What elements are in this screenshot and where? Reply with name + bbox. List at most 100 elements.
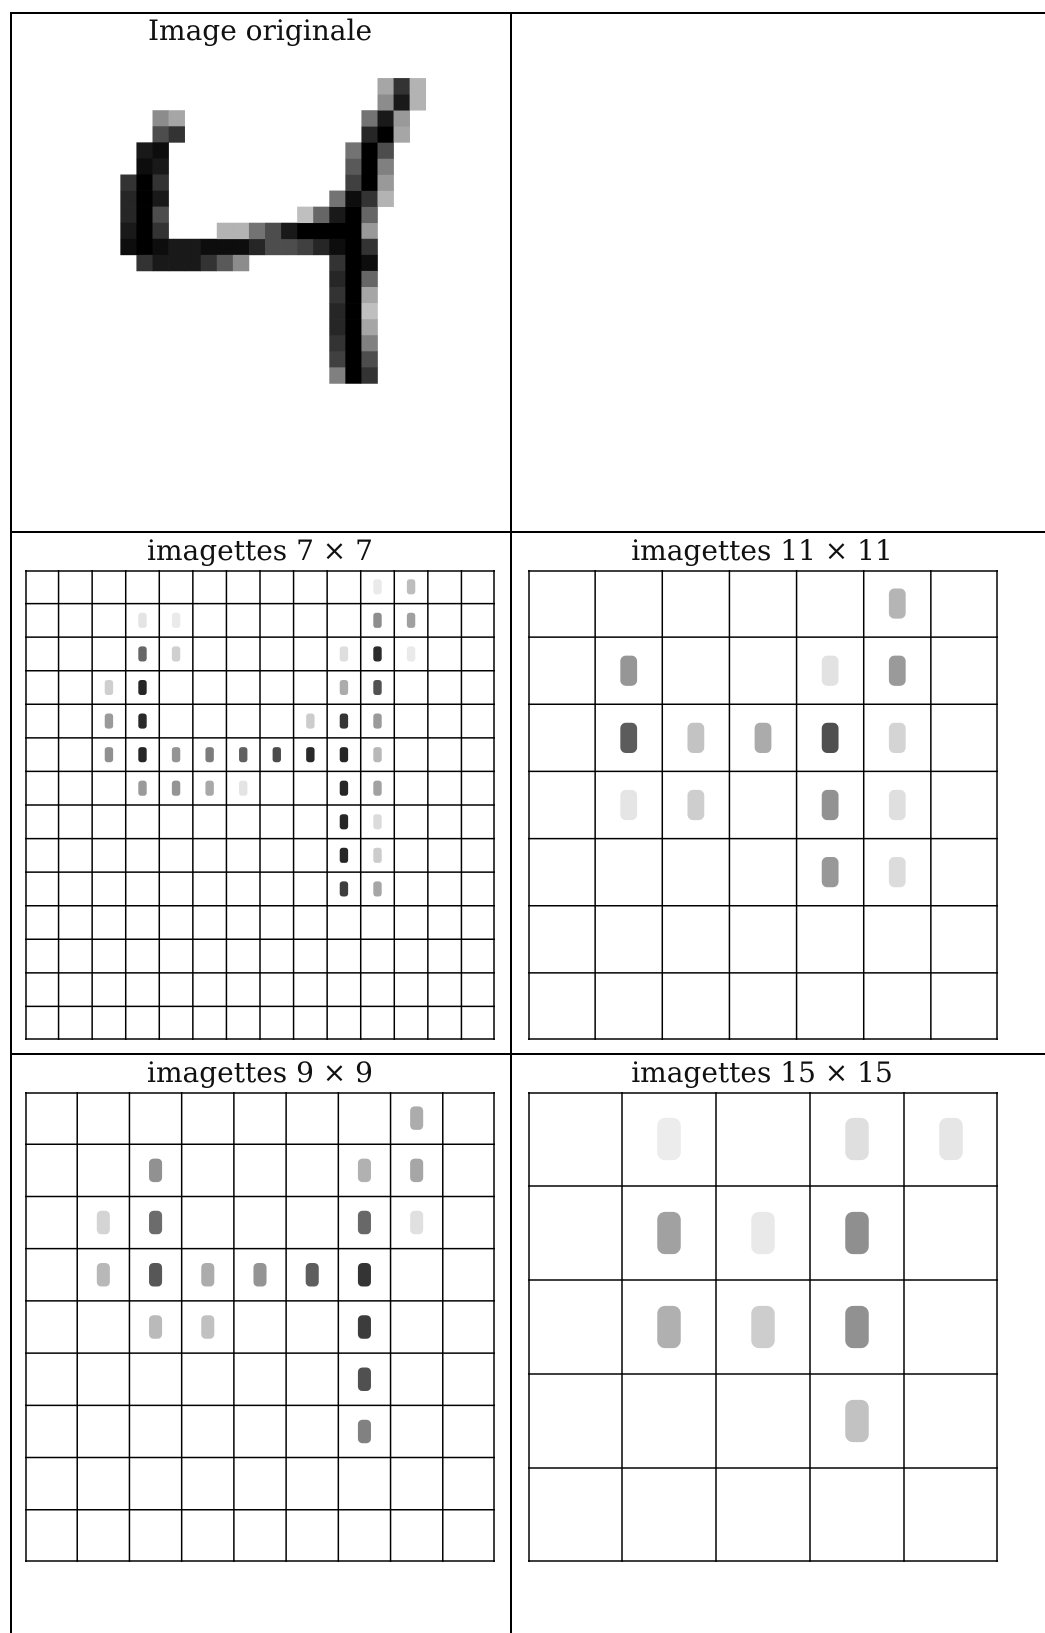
- digit-pixel: [361, 191, 377, 207]
- patch-mark: [373, 747, 381, 762]
- digit-pixel: [345, 207, 361, 223]
- digit-pixel: [345, 175, 361, 191]
- patch-mark: [138, 714, 146, 729]
- patch-mark: [138, 613, 146, 628]
- patch-mark: [751, 1212, 775, 1254]
- patch-mark: [620, 790, 637, 820]
- table-left-border: [10, 12, 12, 1633]
- patch-mark: [149, 1159, 162, 1183]
- digit-pixel: [120, 239, 136, 255]
- digit-pixel: [378, 126, 394, 142]
- patch-mark: [751, 1306, 775, 1348]
- patch-mark: [620, 656, 637, 686]
- patches-11x11-grid: [528, 570, 998, 1040]
- digit-pixel: [361, 207, 377, 223]
- digit-pixel: [378, 158, 394, 174]
- patch-mark: [889, 857, 906, 887]
- patch-mark: [373, 814, 381, 829]
- patch-mark: [239, 747, 247, 762]
- patch-mark: [340, 881, 348, 896]
- digit-pixel: [361, 239, 377, 255]
- digit-pixel: [410, 94, 426, 110]
- digit-pixel: [153, 207, 169, 223]
- digit-pixel: [345, 287, 361, 303]
- patch-mark: [410, 1211, 423, 1235]
- patch-mark: [138, 680, 146, 695]
- digit-pixel: [361, 126, 377, 142]
- digit-pixel: [329, 303, 345, 319]
- panel-title-7x7: imagettes 7 × 7: [10, 534, 510, 568]
- patch-mark: [205, 747, 213, 762]
- digit-pixel: [233, 239, 249, 255]
- patch-mark: [172, 613, 180, 628]
- digit-pixel: [153, 110, 169, 126]
- patch-mark: [620, 723, 637, 753]
- digit-pixel: [153, 255, 169, 271]
- digit-pixel: [329, 271, 345, 287]
- patches-7x7-grid: [25, 570, 495, 1040]
- patch-mark: [138, 747, 146, 762]
- patch-mark: [105, 680, 113, 695]
- patch-mark: [239, 781, 247, 796]
- table-column-divider: [510, 12, 512, 1633]
- patch-mark: [889, 588, 906, 618]
- digit-pixel: [329, 223, 345, 239]
- digit-pixel: [361, 351, 377, 367]
- digit-pixel: [120, 175, 136, 191]
- digit-pixel: [120, 207, 136, 223]
- digit-pixel: [345, 319, 361, 335]
- patch-mark: [373, 646, 381, 661]
- patch-mark: [358, 1159, 371, 1183]
- digit-pixel: [329, 351, 345, 367]
- digit-pixel: [265, 223, 281, 239]
- digit-pixel: [136, 158, 152, 174]
- digit-pixel: [313, 239, 329, 255]
- patch-mark: [172, 781, 180, 796]
- digit-pixel: [345, 142, 361, 158]
- digit-pixel: [120, 191, 136, 207]
- digit-pixel: [185, 255, 201, 271]
- digit-pixel: [394, 110, 410, 126]
- digit-pixel: [361, 335, 377, 351]
- digit-pixel: [378, 110, 394, 126]
- digit-pixel: [394, 94, 410, 110]
- patch-mark: [822, 723, 839, 753]
- patch-mark: [407, 646, 415, 661]
- digit-pixel: [345, 303, 361, 319]
- digit-pixel: [153, 223, 169, 239]
- digit-pixel: [313, 223, 329, 239]
- digit-pixel: [345, 351, 361, 367]
- digit-pixel: [345, 158, 361, 174]
- patch-mark: [340, 747, 348, 762]
- patch-mark: [373, 613, 381, 628]
- digit-pixel: [394, 126, 410, 142]
- digit-pixel: [281, 223, 297, 239]
- panel-title-9x9: imagettes 9 × 9: [10, 1056, 510, 1090]
- patch-mark: [687, 790, 704, 820]
- patch-mark: [373, 680, 381, 695]
- patch-mark: [358, 1263, 371, 1287]
- patch-mark: [306, 747, 314, 762]
- patches-15x15-grid: [528, 1092, 998, 1562]
- patch-mark: [889, 723, 906, 753]
- patch-mark: [845, 1118, 869, 1160]
- digit-pixel: [329, 367, 345, 383]
- patch-mark: [889, 790, 906, 820]
- digit-pixel: [185, 239, 201, 255]
- patch-mark: [340, 814, 348, 829]
- patch-mark: [407, 579, 415, 594]
- digit-pixel: [361, 142, 377, 158]
- digit-pixel: [345, 255, 361, 271]
- digit-pixel: [169, 126, 185, 142]
- digit-pixel: [153, 158, 169, 174]
- patch-mark: [340, 848, 348, 863]
- patches-9x9-grid: [25, 1092, 495, 1562]
- digit-pixel: [169, 110, 185, 126]
- digit-pixel: [410, 78, 426, 94]
- digit-pixel: [378, 142, 394, 158]
- digit-pixel: [361, 158, 377, 174]
- patch-mark: [822, 790, 839, 820]
- digit-pixel: [136, 191, 152, 207]
- patch-mark: [149, 1315, 162, 1339]
- digit-pixel: [120, 223, 136, 239]
